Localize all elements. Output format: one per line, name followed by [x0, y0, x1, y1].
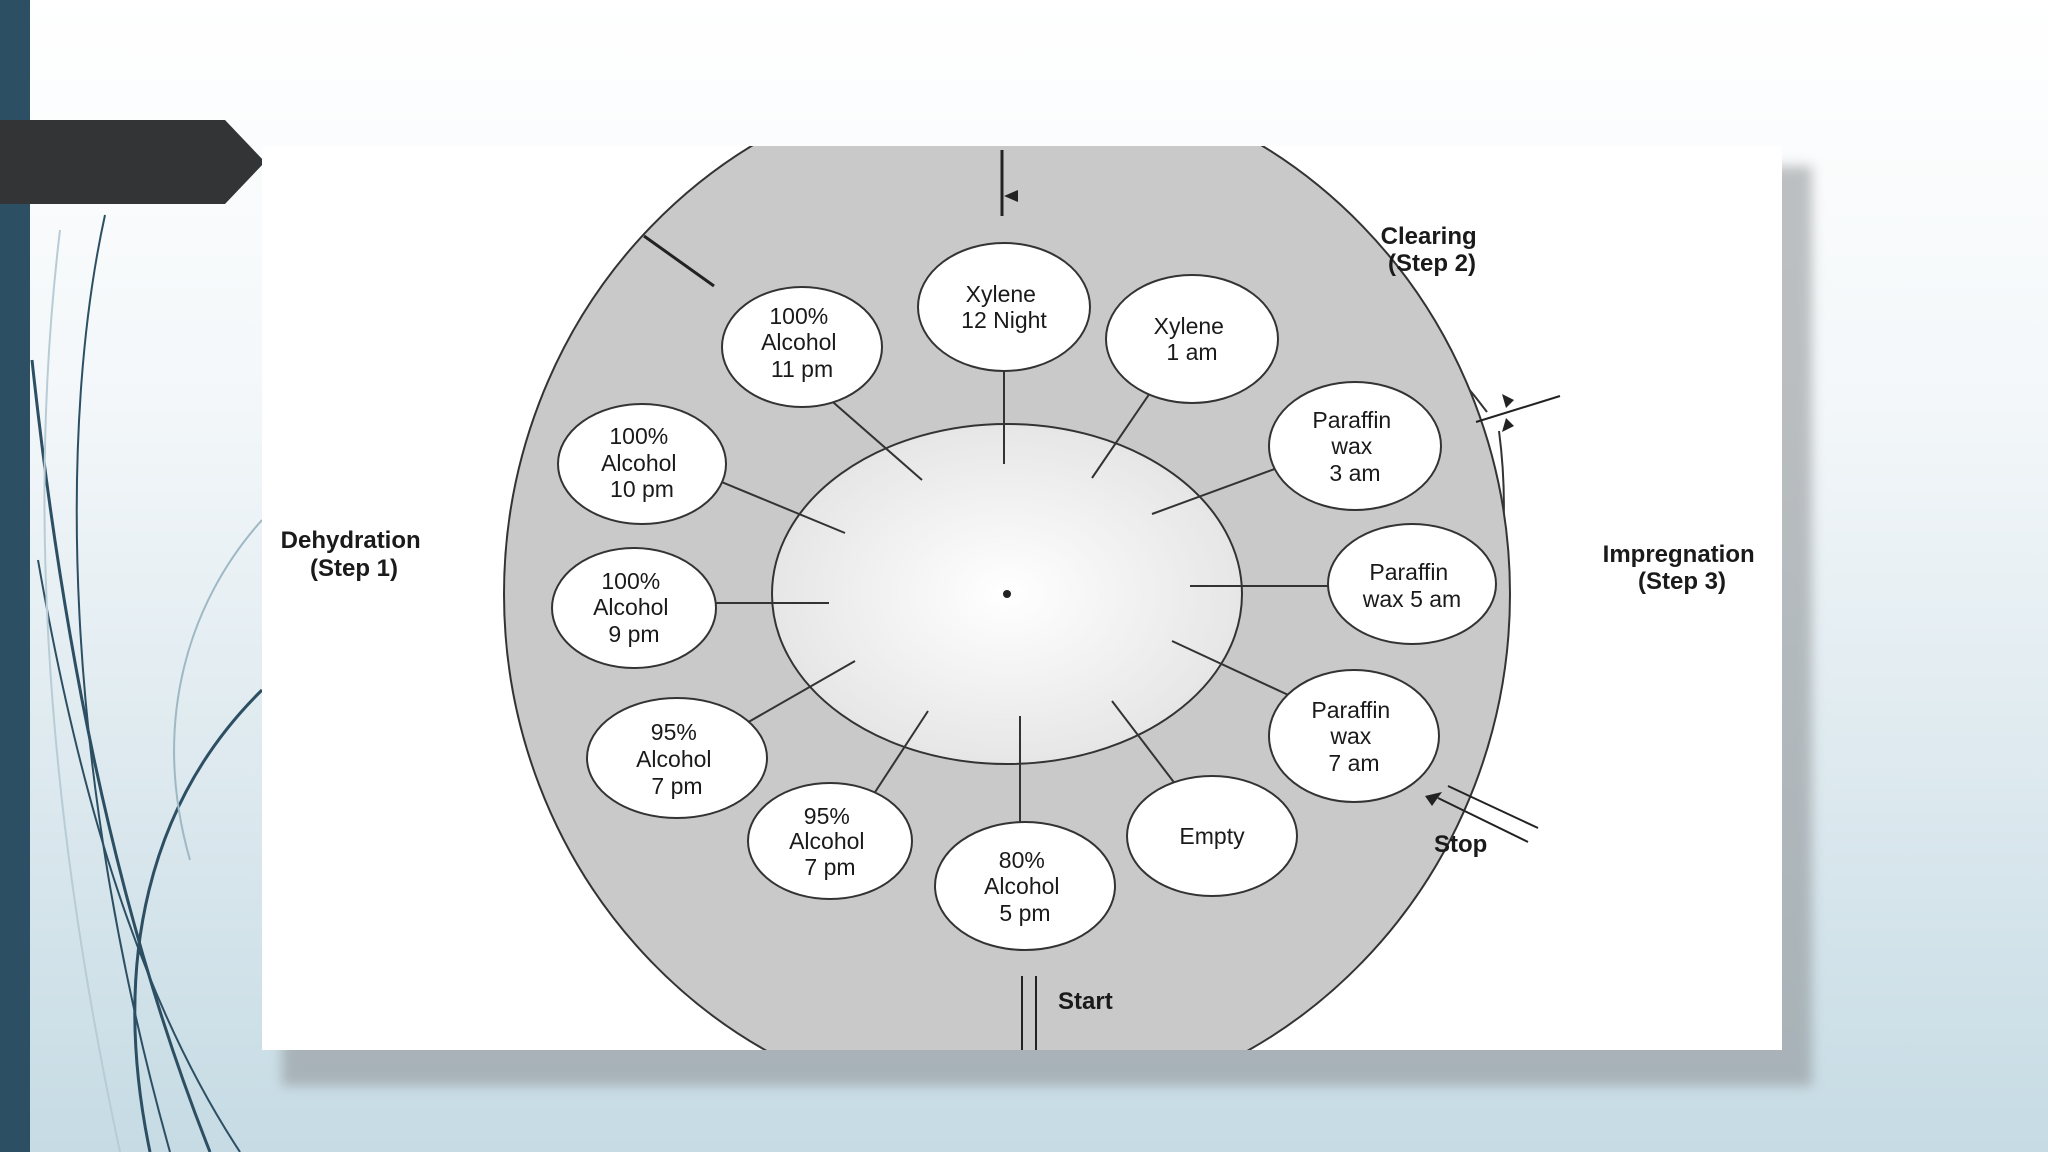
stop-label: Stop — [1434, 831, 1487, 858]
impregnation-label: Impregnation (Step 3) — [1603, 541, 1762, 595]
clearing-arrowhead — [1004, 190, 1018, 202]
stop-arrowhead — [1425, 792, 1442, 806]
station-label-paraffin-7: Paraffin wax 7 am — [1311, 697, 1396, 776]
stop-marker-line-2 — [1437, 797, 1529, 843]
station-label-alcohol95-7pm-b: 95% Alcohol 7 pm — [636, 719, 718, 799]
separator-arrow-down — [1502, 418, 1514, 432]
center-dot — [1003, 590, 1011, 598]
station-label-alcohol100-10pm: 100% Alcohol 10 pm — [601, 423, 683, 502]
station-label-paraffin-3: Paraffin wax 3 am — [1312, 407, 1397, 486]
station-label-alcohol80-5pm: 80% Alcohol 5 pm — [984, 847, 1066, 926]
dehydration-tick — [643, 234, 715, 288]
title-tab — [0, 120, 265, 204]
clearing-impregnation-tick — [1475, 395, 1561, 423]
station-label-alcohol95-7pm-a: 95% Alcohol 7 pm — [789, 803, 871, 880]
stop-marker-line-1 — [1447, 785, 1539, 829]
clearing-label: Clearing (Step 2) — [1381, 223, 1484, 277]
station-label-xylene-12: Xylene 12 Night — [961, 281, 1047, 333]
decorative-curves — [30, 214, 264, 1152]
dehydration-label: Dehydration (Step 1) — [281, 527, 428, 582]
station-label-empty: Empty — [1179, 823, 1245, 849]
station-label-alcohol100-11pm: 100% Alcohol 11 pm — [761, 303, 843, 382]
station-label-paraffin-5: Paraffin wax 5 am — [1362, 559, 1461, 612]
station-circles — [551, 242, 1497, 951]
tissue-processor-figure: Xylene 12 Night Xylene 1 am Paraffin wax… — [262, 146, 1782, 1050]
start-label: Start — [1058, 988, 1113, 1015]
tissue-processor-diagram: Xylene 12 Night Xylene 1 am Paraffin wax… — [281, 146, 1762, 1050]
separator-arrow-up — [1502, 394, 1514, 408]
station-label-alcohol100-9pm: 100% Alcohol 9 pm — [593, 568, 675, 647]
station-label-xylene-1: Xylene 1 am — [1154, 313, 1231, 365]
